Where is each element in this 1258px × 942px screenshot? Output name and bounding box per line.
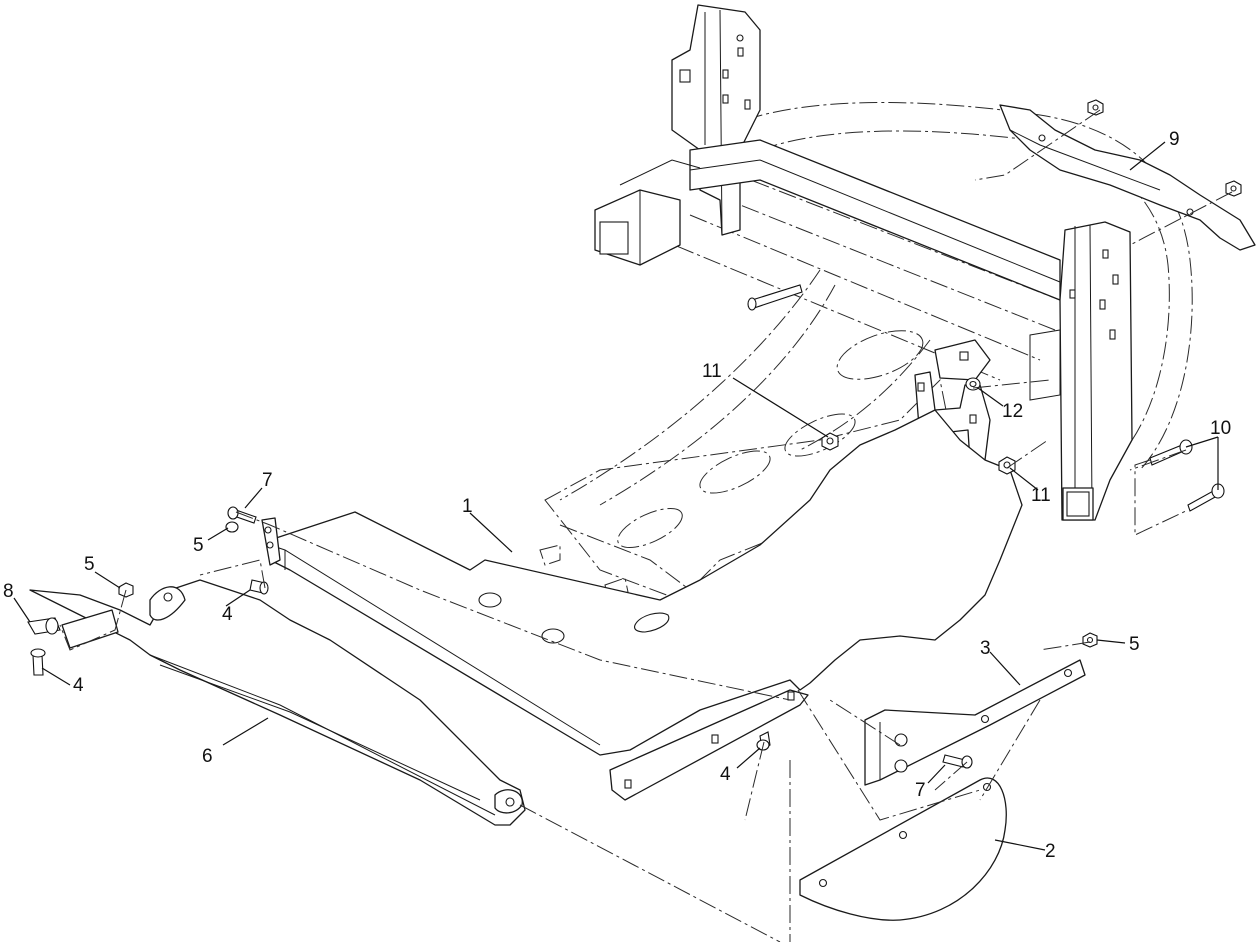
callout-leaders: [13, 141, 1219, 851]
callout-11-lower: 11: [1031, 485, 1051, 506]
callout-8: 8: [3, 581, 14, 602]
mount-bracket: [914, 339, 991, 471]
side-shield-part-6: [29, 579, 526, 826]
floor-plate-part-1: [261, 409, 1023, 801]
callout-7-left: 7: [262, 470, 273, 491]
callout-5-far-left: 5: [84, 554, 95, 575]
callout-6: 6: [202, 746, 213, 767]
callout-10: 10: [1210, 418, 1231, 439]
callout-2: 2: [1045, 841, 1056, 862]
callout-4-far-left: 4: [73, 675, 84, 696]
callout-12: 12: [1002, 401, 1023, 422]
callout-7-right: 7: [915, 780, 926, 801]
callout-labels: 1 2 3 4 4 4 5 5 5 6 7 7 8 9 10 11 11 12: [3, 129, 1231, 862]
rear-frame-upright-left: [594, 4, 1061, 301]
callout-5-right: 5: [1129, 634, 1140, 655]
frame-bolt: [747, 284, 803, 311]
callout-3: 3: [980, 638, 991, 659]
assembly-lines: [59, 109, 1233, 942]
rear-plate-part-9: [999, 104, 1256, 251]
callout-4-center: 4: [720, 764, 731, 785]
callout-1: 1: [462, 496, 473, 517]
callout-11-upper: 11: [702, 361, 722, 382]
callout-5-left: 5: [193, 535, 204, 556]
guard-part-2: [799, 777, 1007, 921]
callout-4-left: 4: [222, 604, 233, 625]
rear-frame-upright-right: [1029, 221, 1133, 521]
bracket-part-3: [864, 659, 1086, 786]
callout-9: 9: [1169, 129, 1180, 150]
